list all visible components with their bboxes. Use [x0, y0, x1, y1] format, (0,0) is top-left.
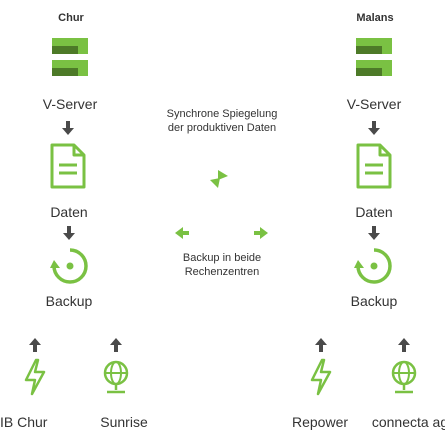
provider-label: Sunrise: [100, 414, 148, 430]
document-icon: [50, 143, 86, 189]
lightning-icon: [24, 358, 46, 396]
server-icon: [356, 38, 392, 76]
arrow-up-icon: [29, 338, 41, 352]
arrow-up-icon: [315, 338, 327, 352]
arrow-down-icon: [62, 121, 74, 135]
backup-text-line1: Backup in beide: [182, 252, 262, 264]
arrow-left-icon: [175, 227, 189, 239]
globe-icon: [391, 360, 417, 394]
arrow-down-icon: [63, 226, 75, 240]
data-label: Daten: [355, 204, 393, 220]
lightning-icon: [310, 358, 332, 396]
globe-icon: [103, 360, 129, 394]
data-label: Daten: [50, 204, 88, 220]
backup-text-line2: Rechenzentren: [184, 266, 260, 278]
server-label: V-Server: [42, 96, 98, 112]
arrow-right-icon: [254, 227, 268, 239]
arrow-down-icon: [368, 121, 380, 135]
site-name-malans: Malans: [356, 12, 394, 24]
server-label: V-Server: [346, 96, 402, 112]
backup-label: Backup: [350, 293, 398, 309]
arrow-down-icon: [368, 226, 380, 240]
mirror-text-line1: Synchrone Spiegelung: [166, 108, 278, 120]
provider-label: connecta ag: [371, 414, 445, 430]
backup-label: Backup: [45, 293, 93, 309]
arrow-up-icon: [398, 338, 410, 352]
backup-cycle-icon: [354, 248, 392, 284]
backup-cycle-icon: [50, 248, 88, 284]
server-icon: [52, 38, 88, 76]
site-name-chur: Chur: [58, 12, 84, 24]
sync-arrows-icon: [210, 170, 228, 188]
arrow-up-icon: [110, 338, 122, 352]
document-icon: [356, 143, 392, 189]
provider-label: Repower: [291, 414, 349, 430]
mirror-text-line2: der produktiven Daten: [167, 122, 277, 134]
provider-label: IB Chur: [0, 414, 48, 430]
